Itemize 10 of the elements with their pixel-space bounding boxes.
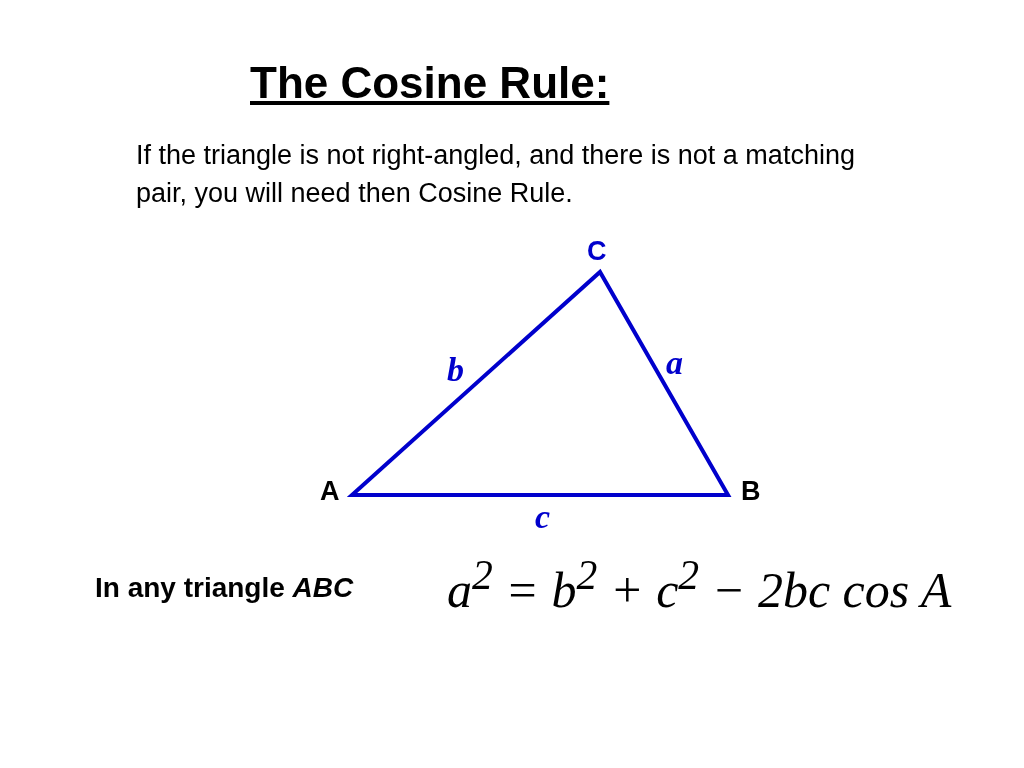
formula: a$^{2}$ = b$^{2}$ + c$^{2}$ − 2bc cos A <box>447 552 952 620</box>
vertex-label: C <box>587 236 607 268</box>
vertex-label: A <box>320 476 340 508</box>
statement-text: In any triangle ABC <box>95 572 354 605</box>
side-label: c <box>535 497 551 537</box>
vertex-label: B <box>741 476 761 508</box>
side-label: a <box>666 343 683 383</box>
side-label: b <box>447 350 464 390</box>
title: The Cosine Rule: <box>250 58 610 109</box>
description-text: If the triangle is not right-angled, and there is not a matching pair, you will need then Cosine Rule. <box>136 139 856 210</box>
